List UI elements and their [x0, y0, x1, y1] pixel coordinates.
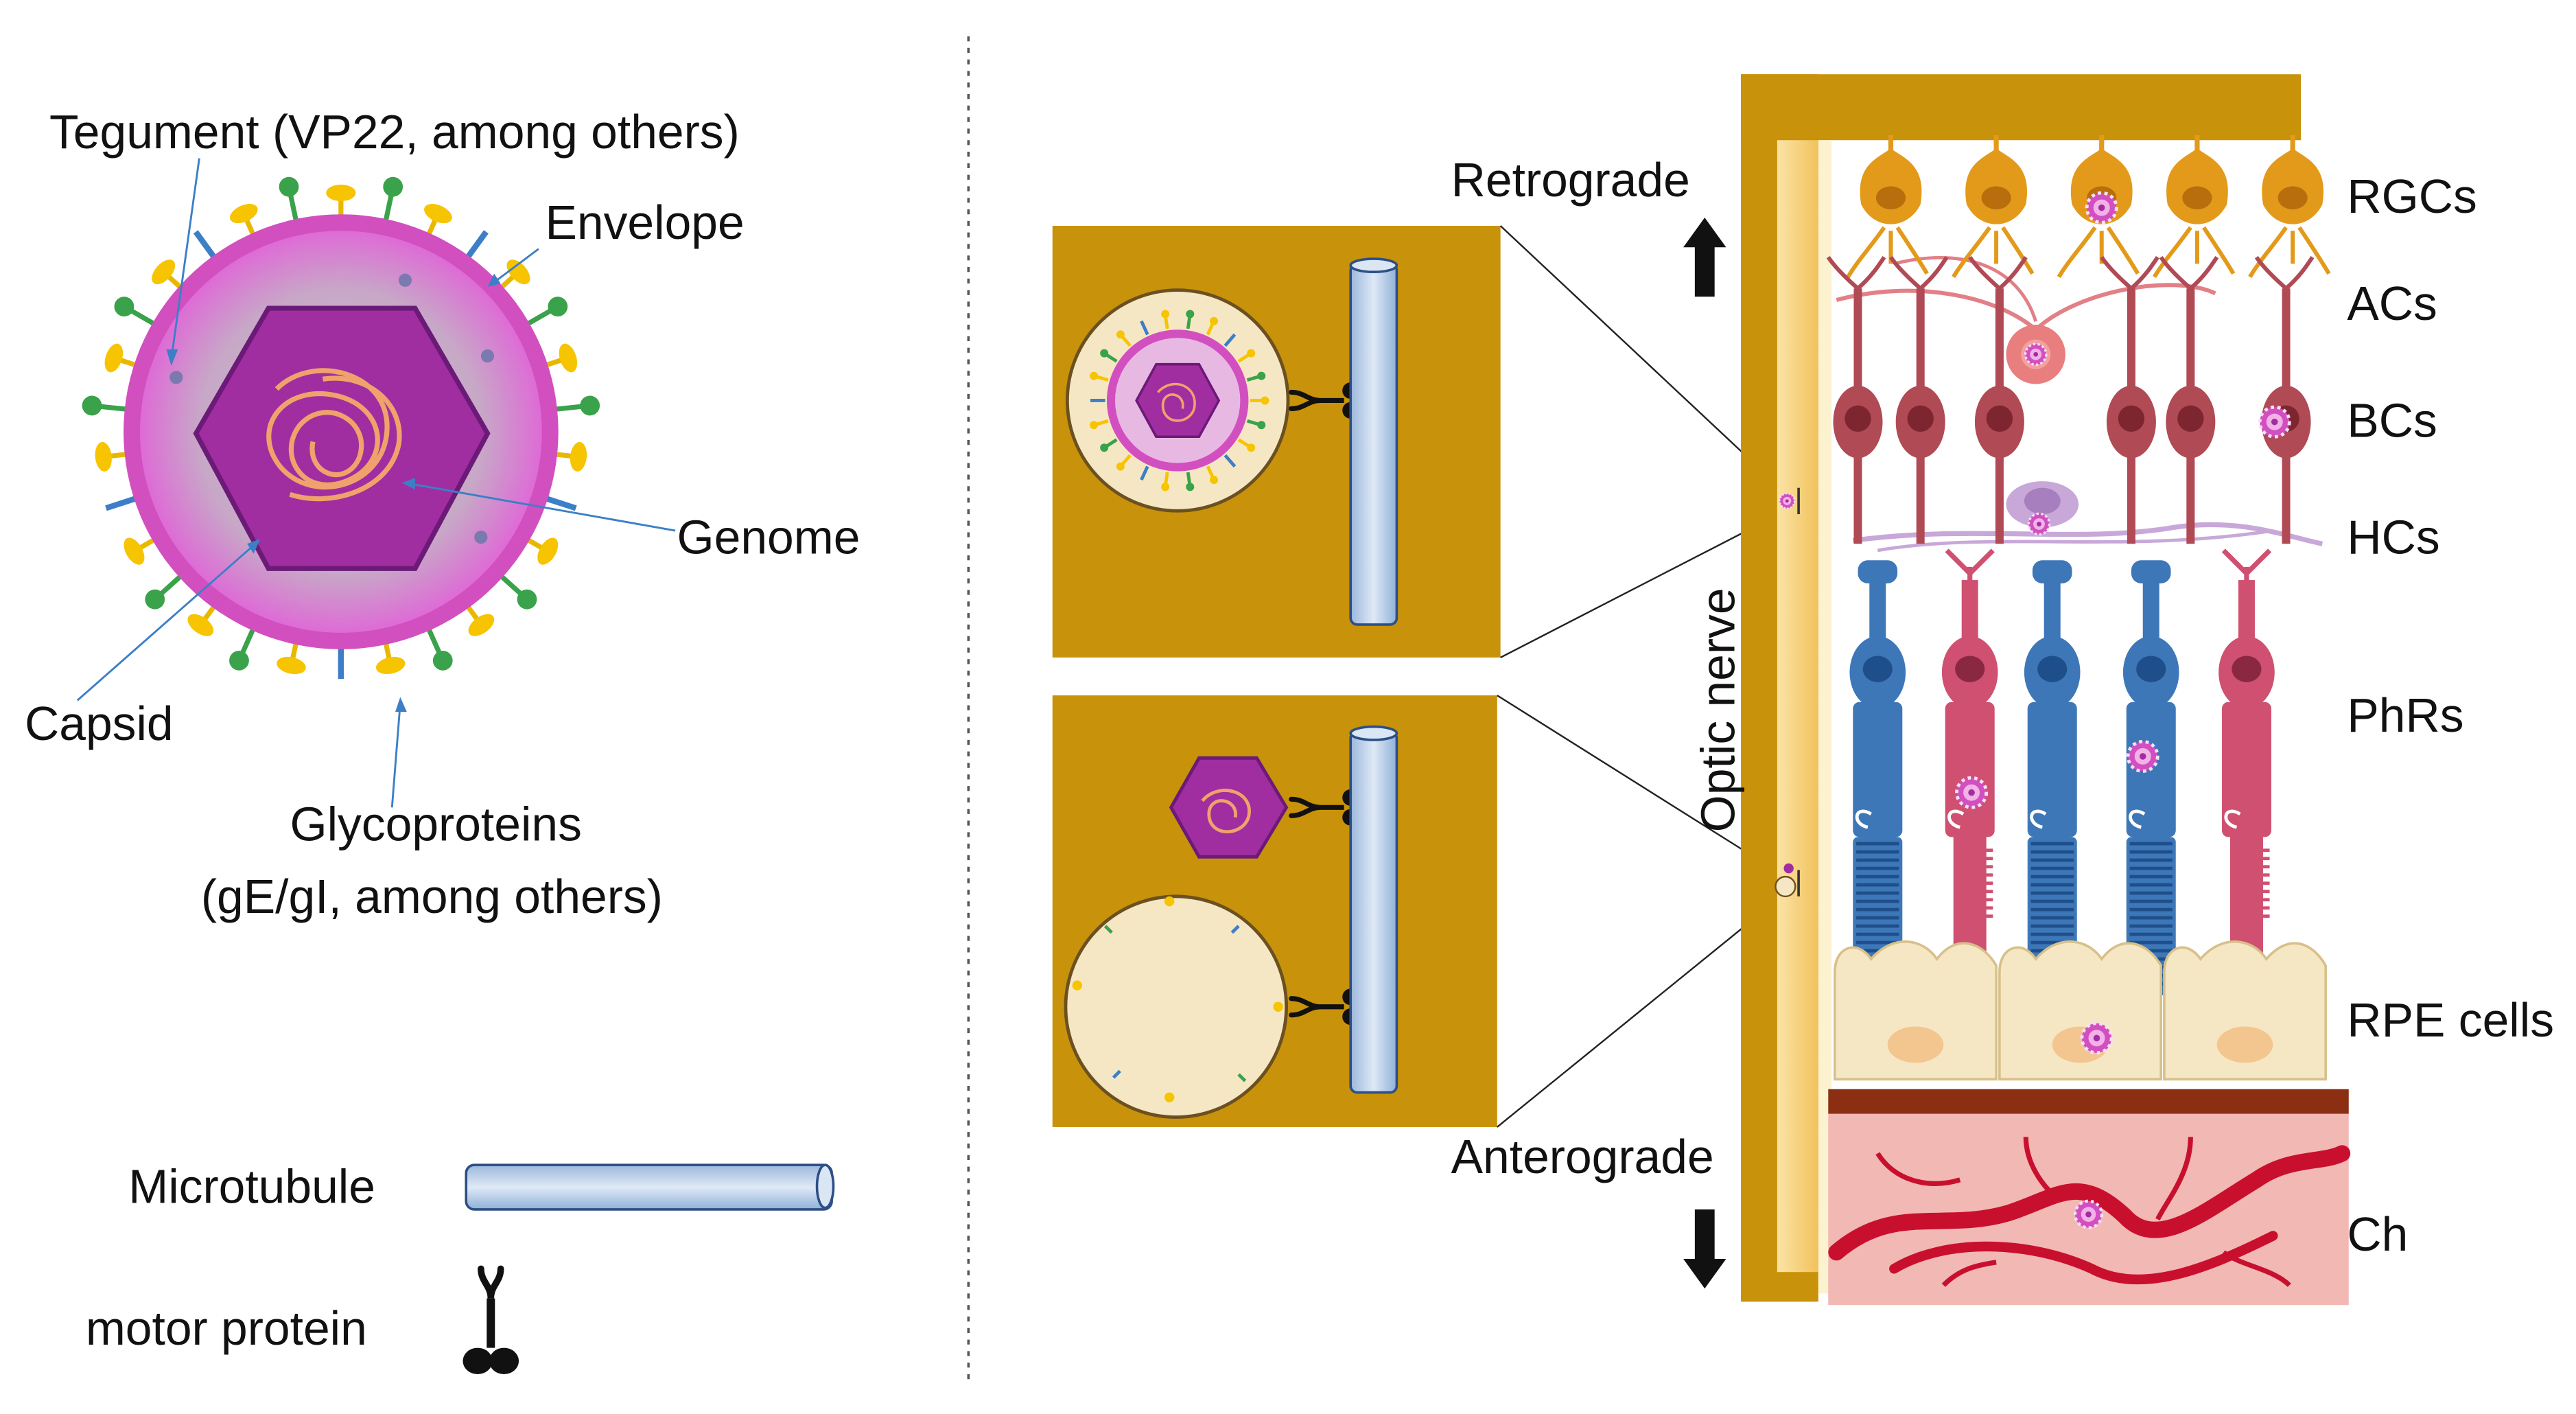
- legend-microtubule-label: Microtubule: [128, 1159, 375, 1213]
- capsid-label: Capsid: [25, 697, 174, 750]
- anterograde-label: Anterograde: [1451, 1130, 1714, 1183]
- glycoproteins-label: Glycoproteins: [290, 797, 581, 850]
- microtubule-top: [1349, 257, 1398, 626]
- layer-label-acs: ACs: [2347, 277, 2437, 330]
- glycoprotein-spike: [196, 232, 215, 259]
- glycoproteins-sublabel: (gE/gI, among others): [201, 870, 663, 923]
- virion-illustration: [81, 175, 600, 679]
- retinal-ganglion-cell: [2248, 135, 2331, 278]
- bipolar-cell: [2159, 255, 2219, 544]
- optic-nerve-label: Optic nerve: [1691, 588, 1744, 832]
- tegument-label: Tegument (VP22, among others): [49, 105, 740, 159]
- cone-photoreceptor: [1849, 560, 1906, 995]
- rod-photoreceptor: [1941, 548, 1998, 989]
- layer-label-rgcs: RGCs: [2347, 170, 2477, 223]
- legend: Microtubule motor protein: [86, 1159, 835, 1374]
- glycoprotein-spike: [553, 395, 601, 419]
- envelope-label: Envelope: [545, 196, 744, 249]
- genome-coils: [266, 368, 402, 502]
- retina-layer-labels: RGCs ACs BCs HCs PhRs RPE cells Ch: [2347, 170, 2554, 1261]
- retrograde-label: Retrograde: [1451, 153, 1690, 207]
- glycoprotein-spike: [277, 175, 306, 224]
- glycoprotein-spike: [545, 498, 576, 508]
- rod-photoreceptor: [2218, 548, 2275, 989]
- empty-vesicle: [1064, 894, 1288, 1119]
- motor-protein-icon: [462, 1268, 519, 1374]
- microtubule-bottom: [1349, 725, 1398, 1094]
- anterograde-arrow-icon: [1683, 1209, 1726, 1289]
- cone-photoreceptor: [2122, 560, 2179, 995]
- legend-motor-label: motor protein: [86, 1301, 367, 1355]
- layer-label-rpe: RPE cells: [2347, 993, 2554, 1047]
- rpe-layer: [1834, 940, 2327, 1081]
- virion-panel: Tegument (VP22, among others) Envelope G…: [25, 105, 860, 923]
- retinal-ganglion-cell: [2152, 135, 2236, 278]
- layer-label-bcs: BCs: [2347, 393, 2437, 447]
- glycoprotein-spike: [376, 175, 405, 224]
- photoreceptor-layer: [1849, 548, 2275, 995]
- cone-photoreceptor: [2024, 560, 2081, 995]
- layer-label-phrs: PhRs: [2347, 688, 2463, 742]
- retrograde-arrow-icon: [1683, 218, 1726, 297]
- zoom-box-bottom: [1052, 695, 1497, 1127]
- glycoprotein-spike: [467, 232, 486, 259]
- genome-label: Genome: [677, 511, 860, 564]
- bipolar-layer: [1826, 255, 2315, 544]
- glycoprotein-spike: [106, 498, 137, 508]
- bipolar-cell: [2100, 255, 2159, 544]
- retina: [1826, 135, 2351, 1306]
- bipolar-cell: [2254, 255, 2315, 544]
- capsid-hexagon: [193, 305, 491, 571]
- naked-capsid: [1169, 756, 1289, 859]
- layer-label-hcs: HCs: [2347, 511, 2439, 564]
- horizontal-cell: [2006, 481, 2079, 528]
- optic-nerve: Optic nerve: [1691, 74, 2302, 1302]
- bipolar-cell: [1826, 255, 1886, 544]
- bipolar-cell: [1888, 255, 1949, 544]
- enveloped-virion-mini: [1065, 288, 1290, 513]
- virion-pointers: [76, 158, 676, 808]
- choroid-layer: [1828, 1113, 2351, 1306]
- bipolar-cell: [1968, 255, 2028, 544]
- retinal-ganglion-cell: [1952, 135, 2035, 278]
- glycoprotein-spike: [81, 395, 129, 419]
- microtubule-icon: [465, 1163, 835, 1211]
- retinal-ganglion-cell: [1846, 135, 1929, 278]
- zoom-connectors: [1497, 225, 1786, 1128]
- glycoprotein-spike: [326, 185, 355, 218]
- bruchs-membrane: [1828, 1089, 2349, 1114]
- layer-label-ch: Ch: [2347, 1207, 2408, 1261]
- zoom-box-top: [1052, 226, 1501, 658]
